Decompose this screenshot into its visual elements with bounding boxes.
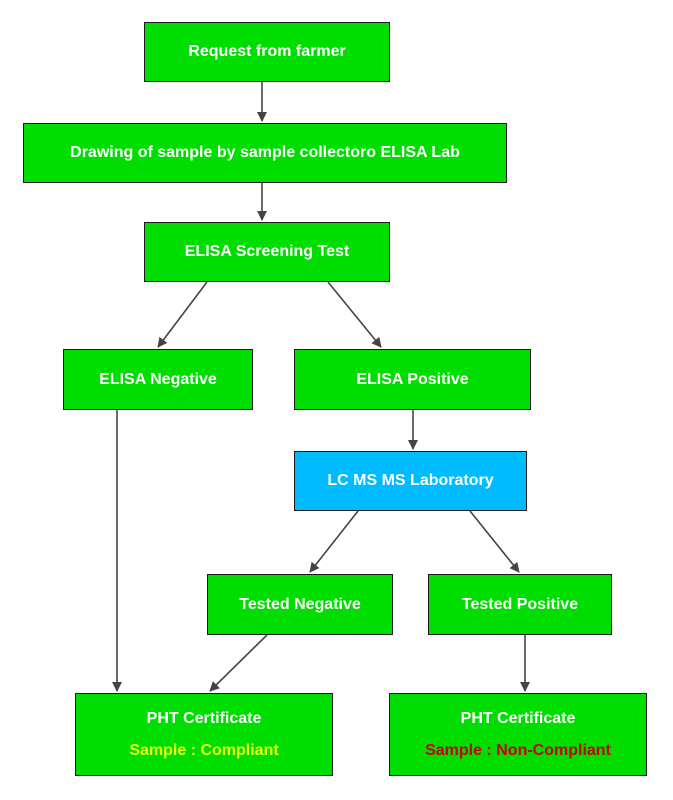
cert-compliant-status: Sample : Compliant — [129, 741, 279, 759]
node-elisa-screening-test-label: ELISA Screening Test — [184, 243, 350, 261]
node-request-from-farmer-label: Request from farmer — [188, 43, 346, 61]
node-tested-negative-label: Tested Negative — [239, 595, 361, 613]
node-elisa-screening-test: ELISA Screening Test — [144, 222, 390, 282]
node-drawing-of-sample: Drawing of sample by sample collectoro E… — [23, 123, 507, 183]
node-lc-ms-ms-laboratory: LC MS MS Laboratory — [294, 451, 527, 511]
node-tested-positive-label: Tested Positive — [461, 595, 579, 613]
cert-noncompliant-status: Sample : Non-Compliant — [425, 741, 611, 759]
cert-compliant-title: PHT Certificate — [146, 710, 262, 728]
arrow-screening-to-elisa-negative — [157, 281, 208, 348]
node-tested-negative: Tested Negative — [207, 574, 393, 635]
node-elisa-positive: ELISA Positive — [294, 349, 531, 410]
arrow-screening-to-elisa-positive — [327, 281, 382, 348]
node-elisa-negative: ELISA Negative — [63, 349, 253, 410]
node-drawing-of-sample-label: Drawing of sample by sample collectoro E… — [70, 144, 460, 162]
arrow-lcms-to-tested-positive — [469, 510, 520, 573]
cert-noncompliant-title: PHT Certificate — [460, 710, 576, 728]
node-pht-certificate-noncompliant: PHT Certificate Sample : Non-Compliant — [389, 693, 647, 776]
node-lc-ms-ms-laboratory-label: LC MS MS Laboratory — [327, 472, 494, 490]
arrow-tested-negative-to-cert-compliant — [209, 634, 268, 692]
node-request-from-farmer: Request from farmer — [144, 22, 390, 82]
node-pht-certificate-compliant: PHT Certificate Sample : Compliant — [75, 693, 333, 776]
node-elisa-negative-label: ELISA Negative — [99, 370, 217, 388]
node-elisa-positive-label: ELISA Positive — [356, 370, 469, 388]
arrow-lcms-to-tested-negative — [309, 510, 359, 573]
node-tested-positive: Tested Positive — [428, 574, 612, 635]
